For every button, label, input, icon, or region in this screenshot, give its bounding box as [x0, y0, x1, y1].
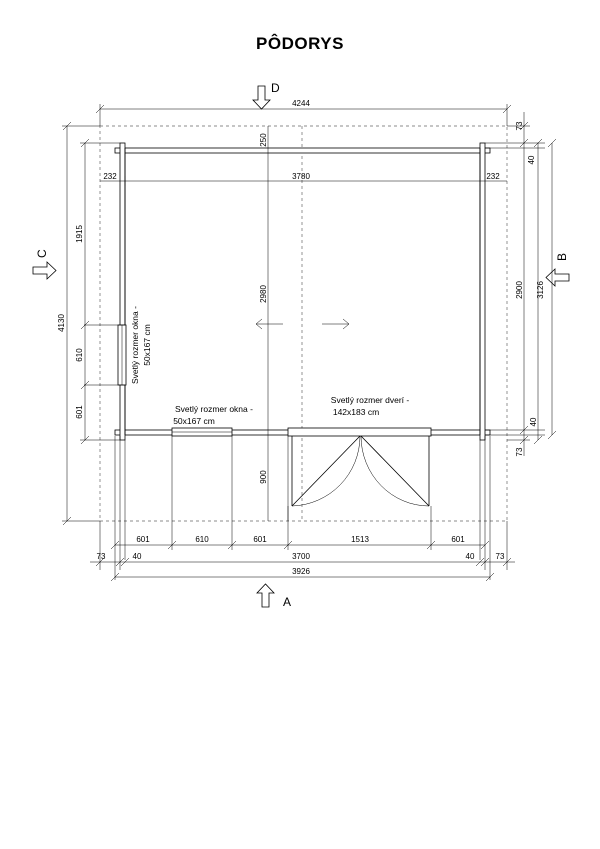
dim-top-left: 232 [103, 172, 117, 181]
left-dimensions [62, 121, 120, 526]
dim-bot-73-left: 73 [97, 552, 106, 561]
page-title: PÔDORYS [256, 34, 344, 53]
bottom-dimensions [90, 436, 515, 582]
dim-right-40-top: 40 [527, 155, 536, 164]
view-arrow-b [545, 268, 570, 287]
entrance-door [287, 427, 432, 507]
left-window-label-2: 50x167 cm [142, 324, 152, 366]
dim-right-2900: 2900 [515, 281, 524, 299]
left-window [84, 324, 127, 386]
walls [114, 142, 491, 441]
dim-right-73-top: 73 [515, 121, 524, 130]
dim-left-610: 610 [75, 348, 84, 362]
top-dimensions [95, 104, 512, 186]
dim-bot-73-right: 73 [496, 552, 505, 561]
dim-bot-1513: 1513 [351, 535, 369, 544]
bottom-window-label-2: 50x167 cm [173, 416, 215, 426]
view-arrow-a [256, 583, 275, 608]
dim-right-73-bot: 73 [515, 447, 524, 456]
dim-left-1915: 1915 [75, 225, 84, 243]
dim-top-overall: 4244 [292, 99, 310, 108]
dim-top-mid: 3780 [292, 172, 310, 181]
dim-v-250: 250 [259, 133, 268, 147]
bottom-window [171, 427, 233, 437]
door-label-1: Svetlý rozmer dverí - [331, 395, 410, 405]
bottom-window-label-1: Svetlý rozmer okna - [175, 404, 253, 414]
left-window-label-1: Svetlý rozmer okna - [130, 306, 140, 384]
dim-v-2980: 2980 [259, 285, 268, 303]
dim-right-3126: 3126 [536, 281, 545, 299]
dim-left-601: 601 [75, 405, 84, 419]
dim-right-40-bot: 40 [529, 417, 538, 426]
dim-bot-610: 610 [195, 535, 209, 544]
dim-bot-601-b: 601 [253, 535, 267, 544]
dim-bot-40-right: 40 [466, 552, 475, 561]
view-label-d: D [271, 81, 280, 95]
right-dimensions [485, 112, 557, 456]
dim-bot-601-c: 601 [451, 535, 465, 544]
interior-arrows [255, 318, 350, 330]
dim-bot-40-left: 40 [133, 552, 142, 561]
view-arrow-c [32, 261, 57, 280]
dim-v-900: 900 [259, 470, 268, 484]
dim-left-4130: 4130 [57, 314, 66, 332]
roof-outline [99, 125, 508, 522]
dim-bot-3926: 3926 [292, 567, 310, 576]
dim-bot-3700: 3700 [292, 552, 310, 561]
door-label-2: 142x183 cm [333, 407, 379, 417]
dim-top-right: 232 [486, 172, 500, 181]
view-label-c: C [35, 249, 49, 258]
view-arrow-d [252, 85, 271, 110]
view-label-b: B [555, 253, 569, 261]
dim-bot-601-a: 601 [136, 535, 150, 544]
view-label-a: A [283, 595, 291, 609]
